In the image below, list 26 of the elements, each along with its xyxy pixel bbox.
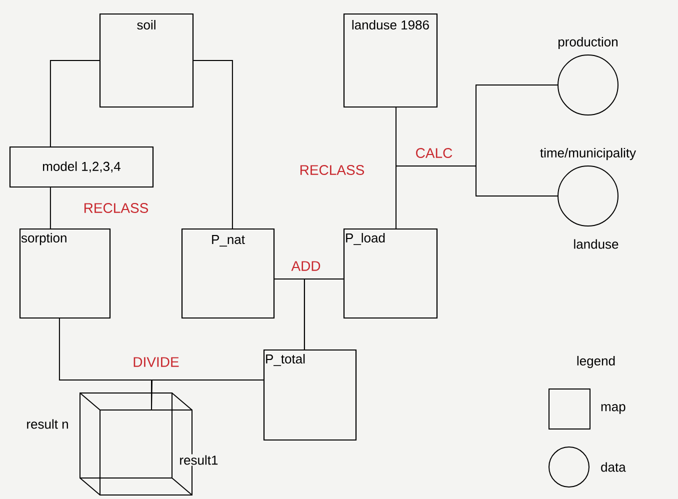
operation-label: RECLASS	[82, 202, 150, 214]
cube-label: result1	[178, 454, 220, 466]
operation-label: DIVIDE	[132, 356, 180, 368]
legend-title: legend	[577, 356, 615, 368]
node-label: time/municipality	[540, 148, 636, 160]
connector-line	[304, 278, 344, 350]
map-box: soil	[99, 13, 194, 108]
operation-label: CALC	[414, 147, 454, 159]
map-box: sorption	[19, 228, 111, 319]
connector-line	[50, 60, 100, 147]
connector-line	[193, 60, 233, 229]
connector-line	[396, 166, 558, 229]
legend-text: data	[601, 462, 626, 472]
node-label: production	[558, 36, 618, 50]
map-box: P_total	[263, 349, 357, 441]
node-label: landuse	[574, 239, 618, 249]
operation-label: ADD	[290, 260, 322, 272]
map-box: model 1,2,3,4	[9, 146, 154, 188]
connector-line	[50, 187, 51, 229]
connector-line	[151, 380, 264, 410]
legend-text: map	[601, 404, 626, 414]
operation-label: RECLASS	[298, 164, 366, 176]
map-box: P_nat	[181, 228, 275, 319]
map-box: landuse 1986	[343, 13, 438, 108]
cube-label: result n	[25, 418, 70, 430]
map-box: P_load	[343, 228, 438, 319]
